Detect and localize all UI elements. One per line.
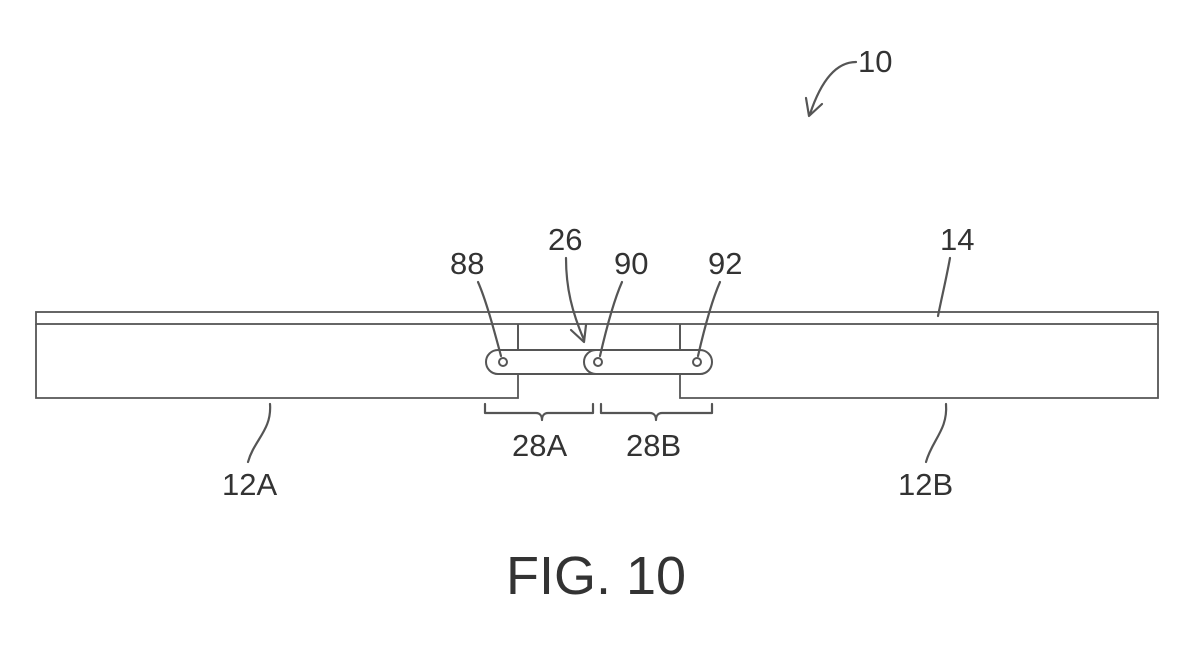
leader-92: [696, 280, 722, 358]
pin-92: [692, 357, 702, 367]
figure-caption: FIG. 10: [506, 546, 686, 606]
cover-layer-14: [35, 311, 1159, 325]
brace-28b: [599, 402, 714, 422]
panel-12a: [35, 324, 519, 399]
leader-88: [476, 280, 503, 358]
label-pin-90: 90: [614, 246, 648, 281]
leader-26: [564, 256, 588, 344]
pin-90: [593, 357, 603, 367]
hinge-26: [485, 324, 713, 375]
leader-14: [936, 256, 952, 318]
label-segment-28a: 28A: [512, 428, 567, 463]
brace-28a: [483, 402, 595, 422]
panel-12b: [679, 324, 1159, 399]
label-device-10: 10: [858, 44, 892, 79]
label-panel-12a: 12A: [222, 467, 277, 502]
label-pin-88: 88: [450, 246, 484, 281]
label-segment-28b: 28B: [626, 428, 681, 463]
leader-90: [598, 280, 624, 358]
label-panel-12b: 12B: [898, 467, 953, 502]
label-pin-92: 92: [708, 246, 742, 281]
leader-12a: [246, 402, 272, 464]
hinge-link-right: [583, 349, 713, 375]
label-hinge-26: 26: [548, 222, 582, 257]
leader-12b: [924, 402, 948, 464]
pin-88: [498, 357, 508, 367]
label-cover-14: 14: [940, 222, 974, 257]
device-leader-arrow: [804, 60, 858, 118]
